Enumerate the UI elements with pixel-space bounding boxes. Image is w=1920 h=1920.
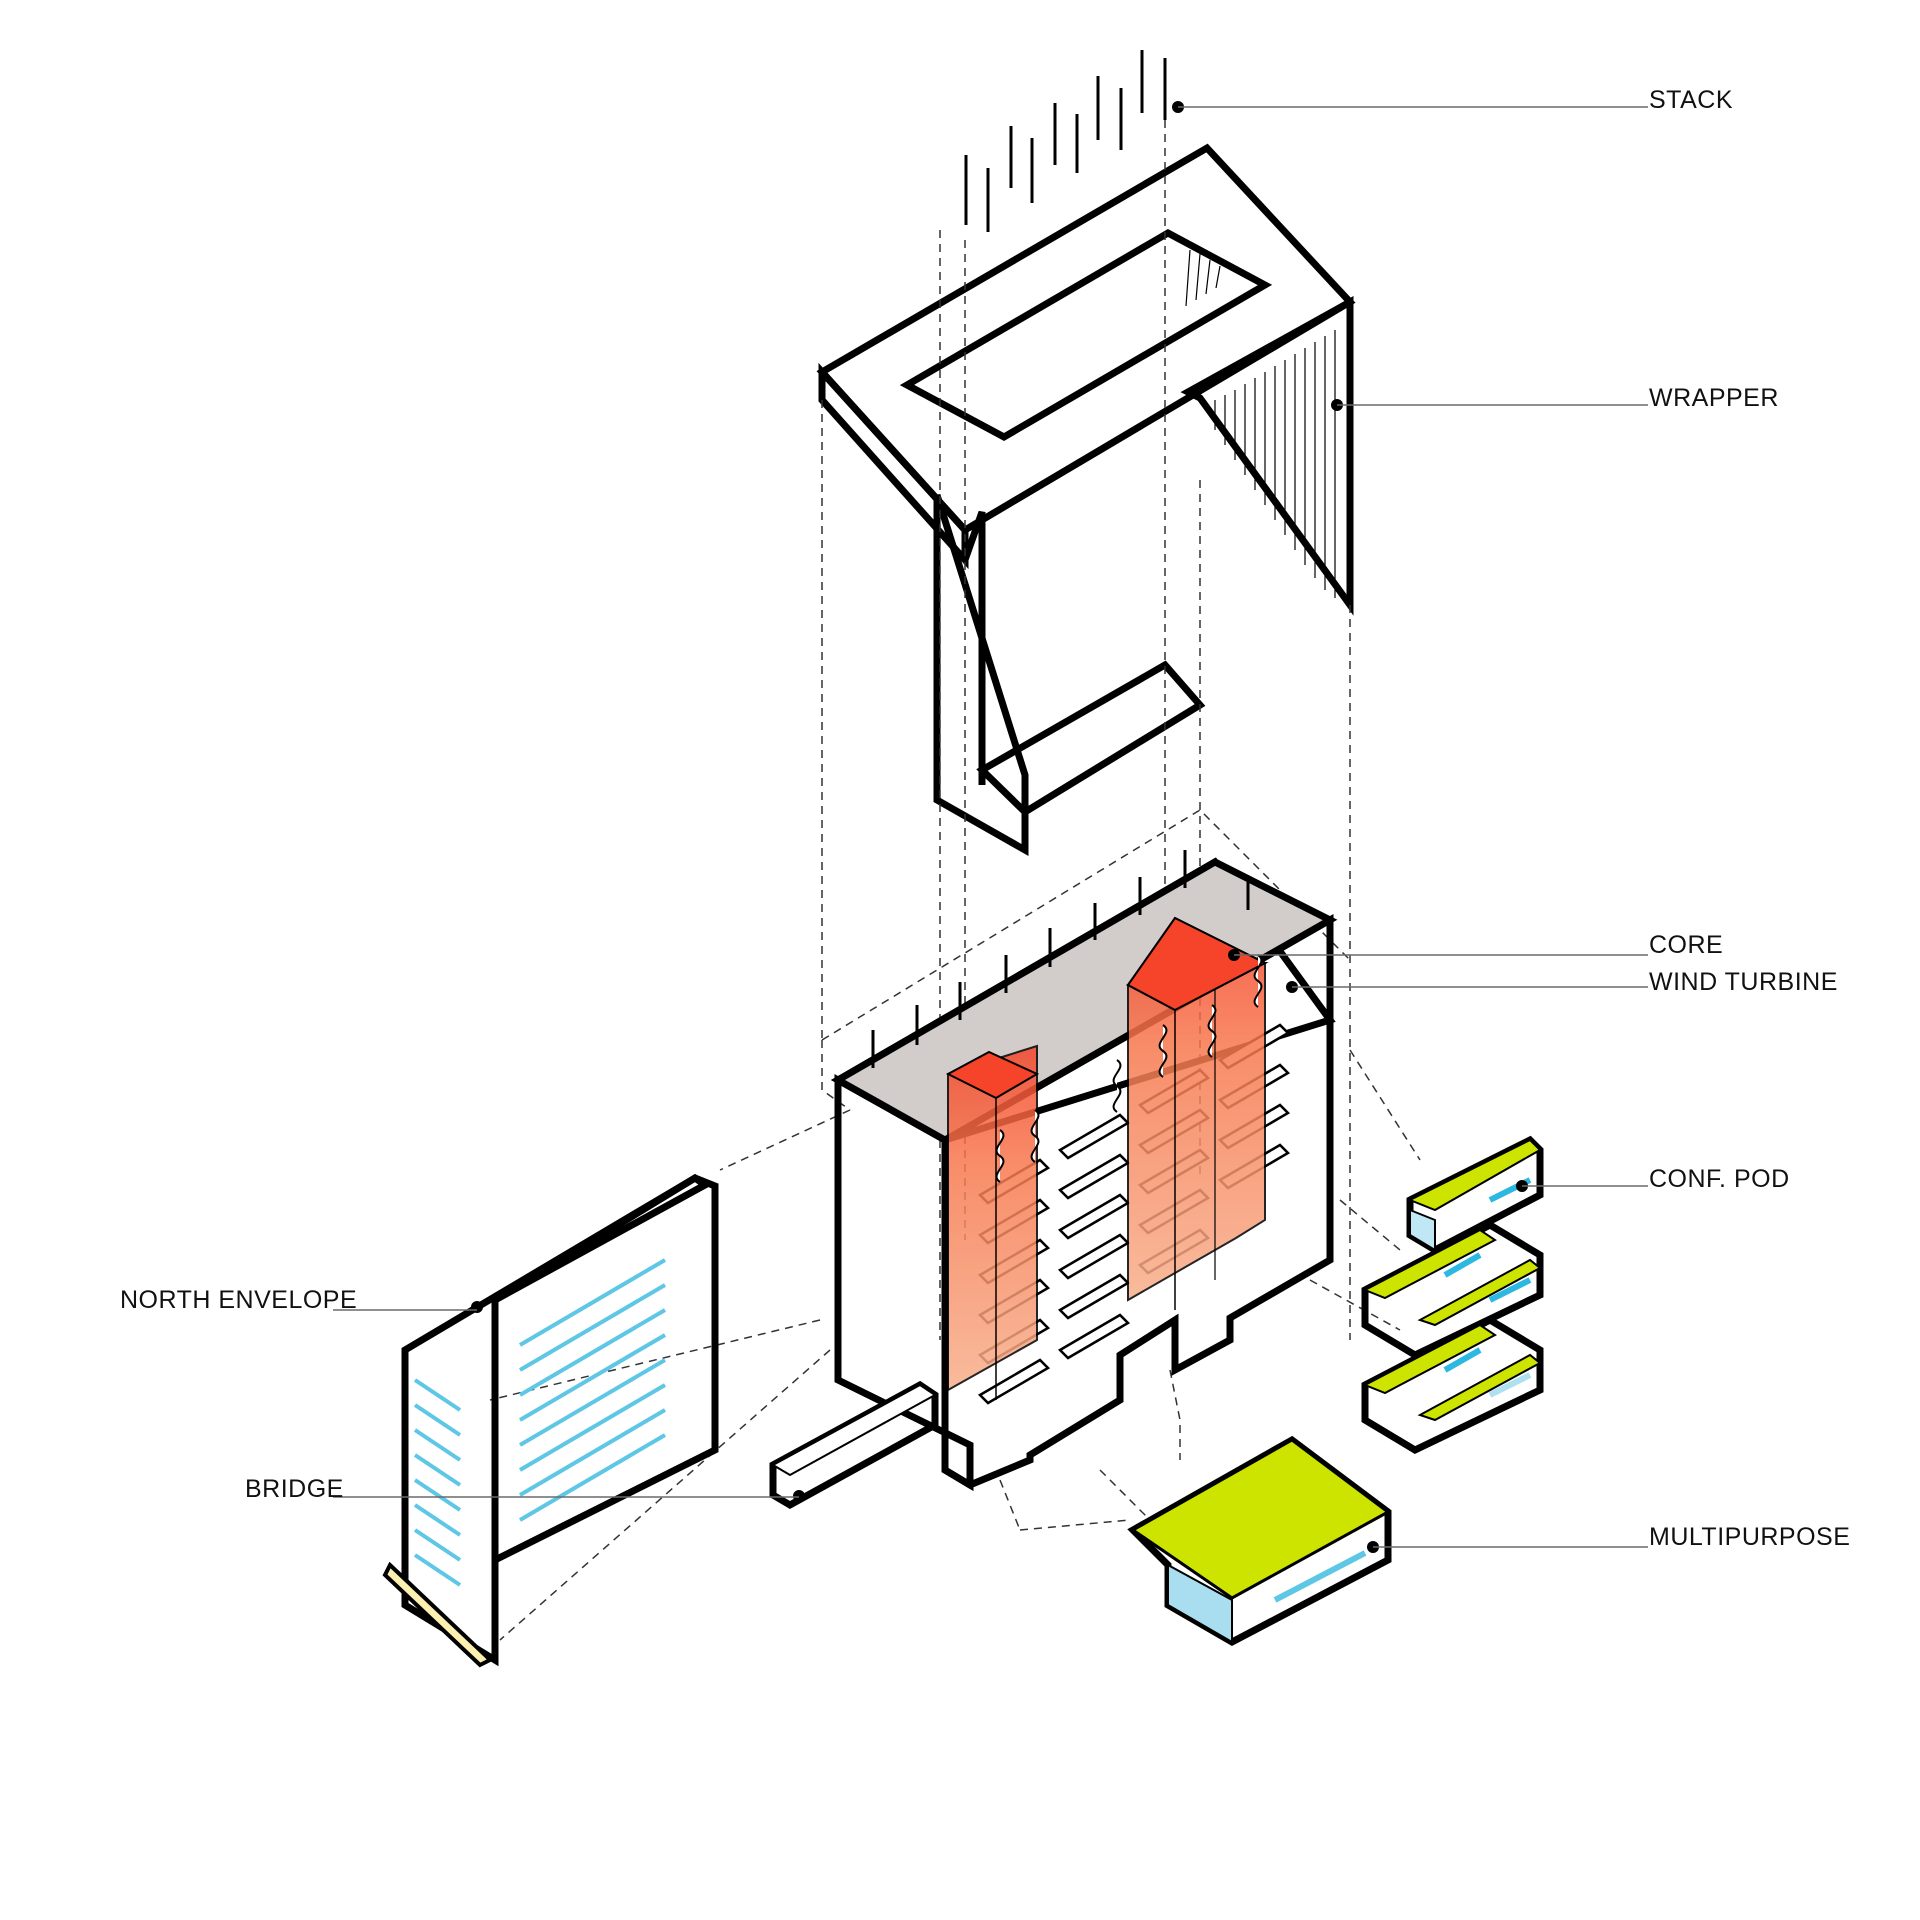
label-bridge: BRIDGE: [245, 1475, 344, 1503]
conf-pod-top: [1406, 1135, 1544, 1255]
core-right: [1125, 916, 1269, 1310]
bridge-component: [769, 1380, 939, 1510]
north-envelope-component: [382, 1173, 719, 1668]
main-tower: [769, 850, 1338, 1510]
label-conf-pod: CONF. POD: [1649, 1165, 1790, 1193]
wind-turbines: [995, 954, 1263, 1183]
multipurpose-component: [1127, 1435, 1392, 1646]
leader-lines: [333, 106, 1648, 1548]
conf-pod-component: [1361, 1135, 1544, 1454]
conf-pod-bottom: [1361, 1315, 1544, 1454]
label-stack: STACK: [1649, 86, 1733, 114]
wrapper-component: [816, 143, 1356, 857]
roof-stacks: [871, 850, 1250, 1068]
stack-component: [964, 50, 1184, 232]
conf-pod-middle: [1361, 1220, 1544, 1359]
label-core: CORE: [1649, 931, 1724, 959]
label-north-envelope: NORTH ENVELOPE: [120, 1286, 358, 1314]
bridge-leader-dot: [793, 1490, 805, 1502]
label-wrapper: WRAPPER: [1649, 384, 1779, 412]
label-wind-turbine: WIND TURBINE: [1649, 968, 1838, 996]
projection-lines: [489, 120, 1421, 1641]
envelope-slots: [413, 1258, 667, 1587]
core-left: [945, 1044, 1040, 1400]
label-multipurpose: MULTIPURPOSE: [1649, 1523, 1851, 1551]
north-envelope-leader-dot: [471, 1301, 483, 1313]
